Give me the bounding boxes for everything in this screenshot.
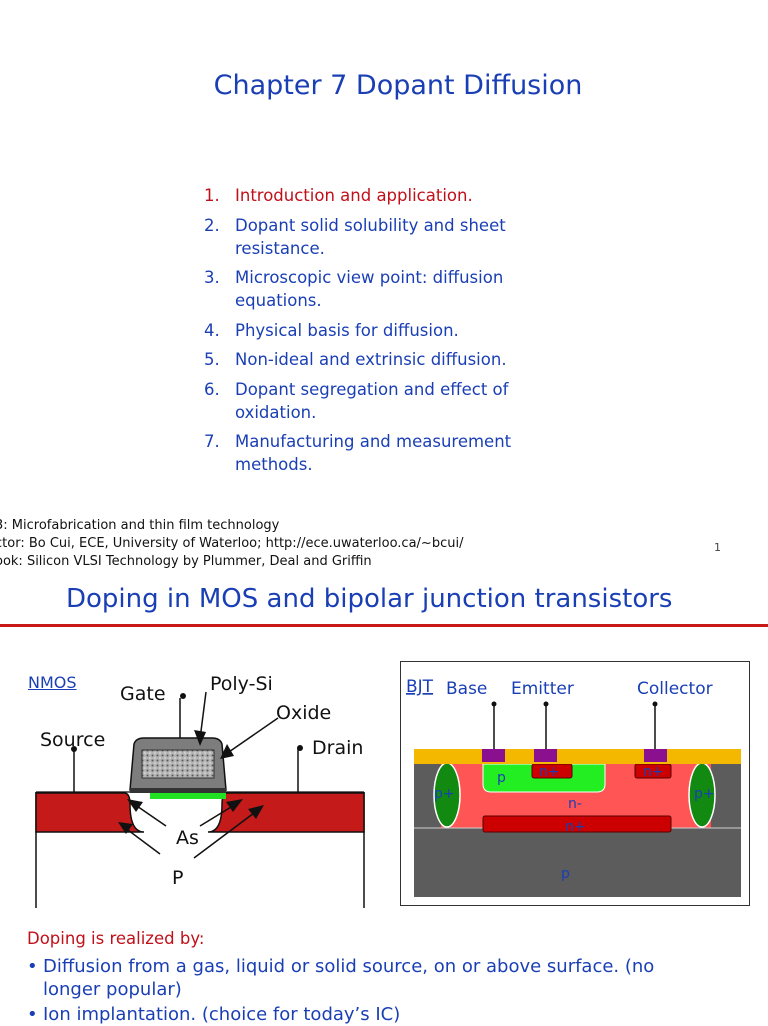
bjt-diagram-frame: BJT Base Emitter Collector p n+ n+ p+ p+… [400,661,750,906]
collector-contact [644,749,667,762]
base-label: Base [446,679,487,699]
nmos-label: NMOS [28,673,77,692]
footer-course: 3: Microfabrication and thin film techno… [0,518,280,533]
emitter-contact [534,749,557,762]
footer-instructor: ctor: Bo Cui, ECE, University of Waterlo… [0,536,464,551]
oxide-label: Oxide [276,702,331,724]
bullet-diffusion: •Diffusion from a gas, liquid or solid s… [27,956,655,1000]
title-divider [0,624,768,627]
chapter-contents-list: 1. Introduction and application. 2. Dopa… [204,184,584,483]
collector-n-plus-label: n+ [643,764,664,780]
slide-1-title: Chapter 7 Dopant Diffusion [213,70,583,101]
nmos-diagram: Gate Poly-Si Oxide Source Drain As P [35,673,365,908]
poly-si-gate [141,749,215,779]
bullet-dot-icon: • [27,956,38,977]
surface-oxide [414,749,741,764]
emitter-label: Emitter [511,679,574,699]
bullet-ion-implantation: •Ion implantation. (choice for today’s I… [27,1004,401,1025]
doping-heading: Doping is realized by: [27,929,205,948]
source-label: Source [40,729,105,751]
bullet-dot-icon: • [27,1004,38,1025]
drain-region [207,792,365,833]
base-contact [482,749,505,762]
poly-si-label: Poly-Si [210,673,273,695]
bjt-diagram: BJT Base Emitter Collector p n+ n+ p+ p+… [406,677,741,897]
p-plus-left-label: p+ [434,786,455,802]
emitter-n-plus-label: n+ [539,764,560,780]
buried-n-plus-label: n+ [565,819,586,835]
gate-oxide [130,788,226,793]
channel-region [150,793,226,799]
base-p-label: p [497,770,506,786]
toc-item-5: 5. Non-ideal and extrinsic diffusion. [204,350,507,369]
page-number: 1 [714,541,721,554]
slide-1: Chapter 7 Dopant Diffusion 1. Introducti… [0,70,721,569]
p-substrate-label: p [561,866,570,882]
buried-n-plus [482,815,672,833]
source-region [35,792,145,833]
footer-textbook: ook: Silicon VLSI Technology by Plummer,… [0,554,372,569]
gate-label: Gate [120,683,166,705]
collector-label: Collector [637,679,713,699]
n-minus-label: n- [568,796,582,812]
toc-item-4: 4. Physical basis for diffusion. [204,320,459,340]
p-label: P [172,867,183,889]
drain-label: Drain [312,737,363,759]
bjt-label: BJT [406,677,434,697]
toc-item-1: 1. Introduction and application. [204,186,473,205]
as-label: As [176,827,199,849]
p-plus-right-label: p+ [694,786,715,802]
slide-2-title: Doping in MOS and bipolar junction trans… [66,584,673,614]
